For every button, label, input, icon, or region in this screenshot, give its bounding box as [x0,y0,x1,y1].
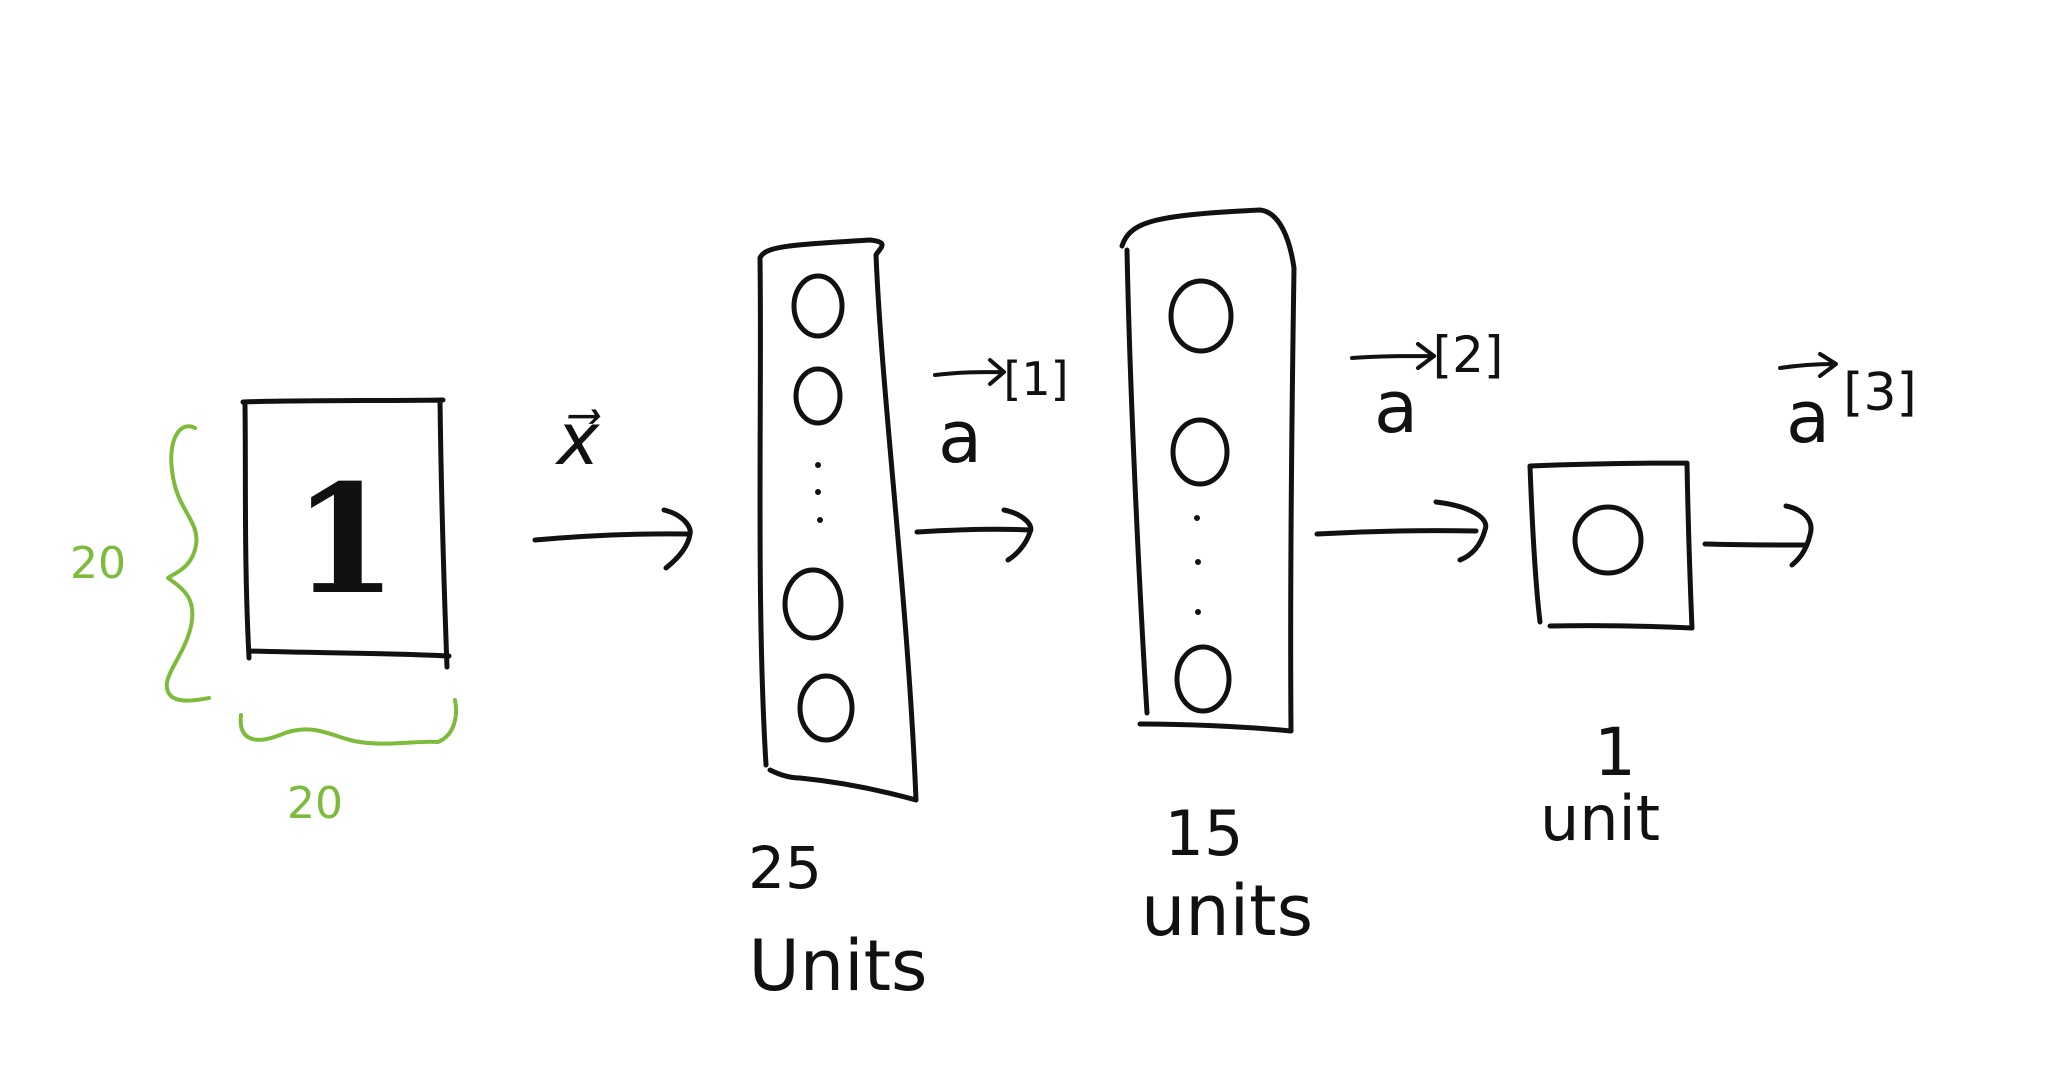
layer3-output-symbol: a [1786,375,1830,459]
layer3-count-label: 1 [1594,714,1636,791]
layer1-box [757,237,919,803]
layer3-output-superscript: [3] [1843,363,1917,423]
layer3-units-label: unit [1540,782,1660,855]
layer1-count-label: 25 [748,834,822,902]
layer2-box [1119,207,1297,734]
neuron-icon [1174,644,1232,714]
neuron-icon [797,673,855,743]
layer2-output-symbol: a [1374,365,1418,449]
neuron-icon [782,567,844,641]
arrow-layer3-output-icon [1702,503,1814,568]
vector-arrow-icon [1778,352,1838,378]
input-image: 1 [240,397,452,670]
arrow-layer1-to-layer2-icon [914,507,1034,563]
height-label: 20 [70,538,126,589]
neuron-icon [1170,417,1230,487]
vector-arrow-icon [1350,342,1436,370]
layer3-box [1527,460,1695,631]
width-label: 20 [287,778,343,829]
arrow-input-to-layer1-icon [532,507,693,571]
input-digit: 1 [293,452,397,628]
neuron-icon [1168,278,1234,354]
vertical-dots-icon [1194,515,1201,615]
layer1-output-symbol: a [938,395,982,479]
width-brace-icon [238,698,458,746]
height-brace-icon [164,424,211,703]
vector-arrow-icon [933,358,1006,386]
layer1-neurons [782,273,855,743]
layer1-output-superscript: [1] [1003,352,1068,406]
layer2-count-label: 15 [1165,797,1244,870]
vertical-dots-icon [815,462,823,523]
layer1-units-label: Units [749,925,928,1007]
layer2-output-superscript: [2] [1433,326,1504,384]
neuron-icon [791,273,845,339]
neuron-icon [1572,504,1644,576]
neuron-icon [793,366,843,426]
arrow-layer2-to-layer3-icon [1314,499,1489,563]
layer2-units-label: units [1141,870,1313,952]
input-vector-label: x⃗ [555,397,602,481]
layer2-neurons [1168,278,1234,714]
